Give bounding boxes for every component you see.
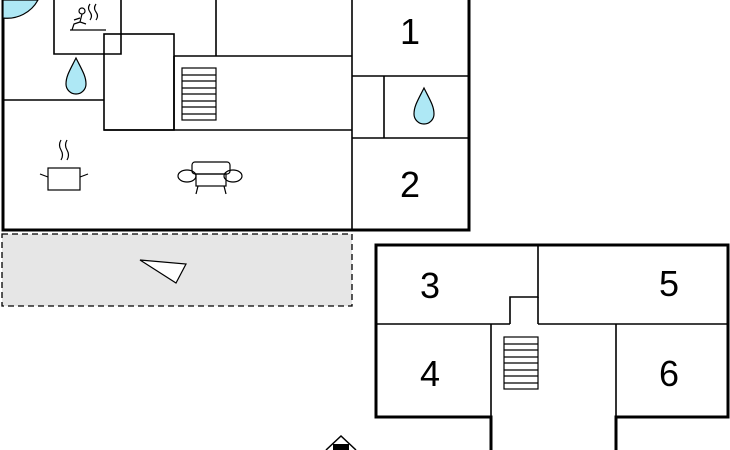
- lower-inner-walls: [376, 245, 728, 450]
- upper-inner-walls: [3, 0, 469, 230]
- room-label-4: 4: [420, 353, 440, 394]
- pool-icon: [2, 0, 39, 19]
- room-label-5: 5: [659, 263, 679, 304]
- stairs-icon: [503, 336, 539, 390]
- upper-building-outline: [1, 0, 471, 232]
- house-marker-icon: [325, 434, 357, 450]
- cooking-pot-icon: [39, 139, 89, 191]
- water-drop-icon: [65, 56, 87, 95]
- room-label-3: 3: [420, 265, 440, 306]
- sauna-icon: [70, 3, 106, 31]
- water-drop-icon: [413, 86, 435, 125]
- room-label-6: 6: [659, 353, 679, 394]
- stairs-icon: [181, 67, 217, 121]
- sofa-icon: [177, 161, 243, 195]
- room-label-2: 2: [400, 164, 420, 205]
- terrace-direction-icon: [139, 259, 187, 284]
- room-label-1: 1: [400, 11, 420, 52]
- lower-building-outline: [374, 243, 730, 450]
